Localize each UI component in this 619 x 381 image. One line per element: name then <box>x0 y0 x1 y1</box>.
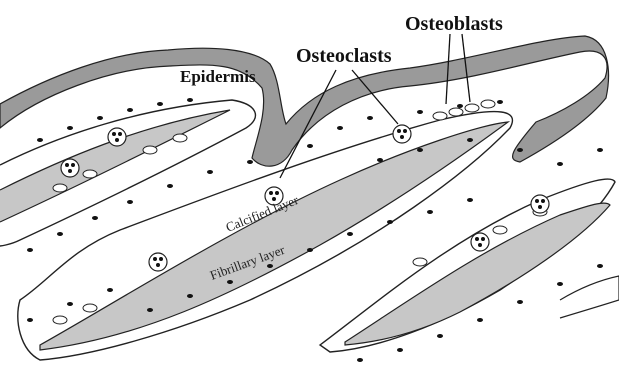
osteoclast-cell <box>149 253 167 271</box>
osteoblasts-label: Osteoblasts <box>405 13 503 35</box>
osteoclasts-label: Osteoclasts <box>296 45 392 67</box>
osteoclast-cell <box>61 159 79 177</box>
scale-outline-bottom-right <box>560 276 619 318</box>
osteoclast-cell <box>531 195 549 213</box>
osteoclast-cell <box>108 128 126 146</box>
osteoclast-cell <box>393 125 411 143</box>
epidermis-label: Epidermis <box>180 67 256 86</box>
osteoclast-cell <box>471 233 489 251</box>
